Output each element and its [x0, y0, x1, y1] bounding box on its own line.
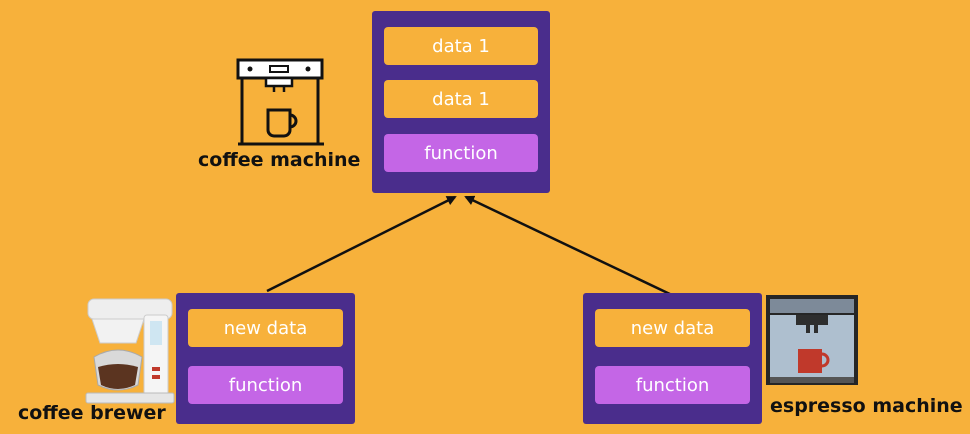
parent-data-field-2: data 1	[384, 80, 538, 118]
parent-data-field-1: data 1	[384, 27, 538, 65]
left-child-function-field: function	[188, 366, 343, 404]
coffee-brewer-icon	[85, 298, 175, 404]
parent-function-field: function	[384, 134, 538, 172]
arrow-right-to-parent	[464, 195, 675, 298]
right-child-data-field: new data	[595, 309, 750, 347]
parent-name-label: coffee machine	[198, 149, 361, 171]
right-child-function-field: function	[595, 366, 750, 404]
espresso-machine-icon	[766, 295, 858, 385]
left-child-data-field: new data	[188, 309, 343, 347]
arrow-left-to-parent	[266, 195, 457, 293]
left-child-class-box: new data function	[176, 293, 355, 424]
right-child-class-box: new data function	[583, 293, 762, 424]
left-child-name-label: coffee brewer	[18, 402, 166, 424]
coffee-machine-icon	[236, 58, 324, 146]
parent-class-box: data 1 data 1 function	[372, 11, 550, 193]
right-child-name-label: espresso machine	[770, 395, 963, 417]
